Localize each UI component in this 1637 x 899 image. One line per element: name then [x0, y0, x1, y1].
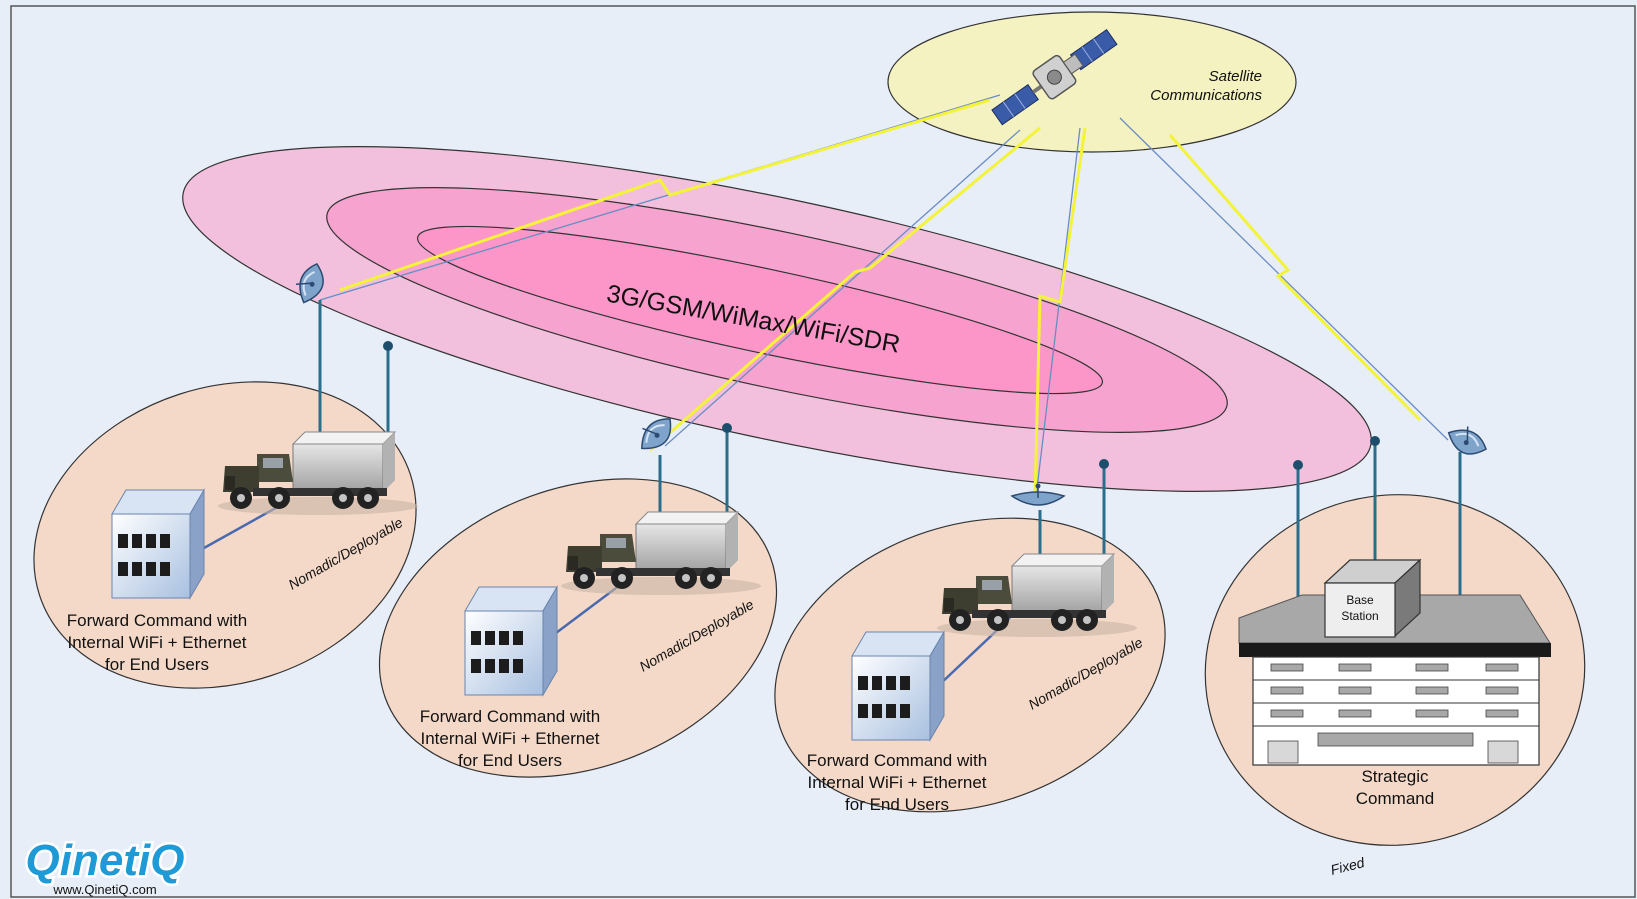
- node-label-line3: for End Users: [845, 795, 949, 814]
- strategic-command-node: Base Station Strategic Command Fixed: [1238, 558, 1551, 878]
- logo-outline: QinetiQ: [26, 836, 185, 885]
- logo-text: QinetiQ: [26, 836, 185, 885]
- satellite-dish-icon: [1010, 483, 1066, 506]
- satellite-label-line2: Communications: [1150, 87, 1262, 104]
- node-label-line1: Forward Command with: [807, 751, 987, 770]
- node-label-line2: Internal WiFi + Ethernet: [807, 773, 986, 792]
- office-building-icon: [111, 489, 205, 599]
- satellite-label-line1: Satellite: [1209, 68, 1262, 85]
- node-label-line2: Internal WiFi + Ethernet: [67, 633, 246, 652]
- base-station-box: [1324, 582, 1396, 638]
- node-label-line3: for End Users: [105, 655, 209, 674]
- satellite-zone: [887, 11, 1297, 153]
- logo-url: www.QinetiQ.com: [52, 882, 156, 897]
- node-label-line1: Forward Command with: [67, 611, 247, 630]
- base-station-line1: Base: [1346, 593, 1374, 607]
- office-building-icon: [851, 631, 945, 741]
- office-building-icon: [464, 586, 558, 696]
- qinetiq-logo: QinetiQ QinetiQ www.QinetiQ.com: [23, 834, 187, 898]
- node-label-line2: Internal WiFi + Ethernet: [420, 729, 599, 748]
- strategic-label-line1: Strategic: [1361, 767, 1429, 786]
- node-label-line1: Forward Command with: [420, 707, 600, 726]
- diagram-frame: [10, 5, 1636, 898]
- strategic-label-line2: Command: [1356, 789, 1434, 808]
- mast-nodes: [383, 341, 1380, 470]
- base-station-line2: Station: [1341, 609, 1378, 623]
- satellite-icon: [991, 28, 1118, 126]
- node-label-line3: for End Users: [458, 751, 562, 770]
- network-inner-ring: [416, 225, 1104, 395]
- network-coverage: [182, 146, 1372, 492]
- radio-links: [339, 98, 1422, 498]
